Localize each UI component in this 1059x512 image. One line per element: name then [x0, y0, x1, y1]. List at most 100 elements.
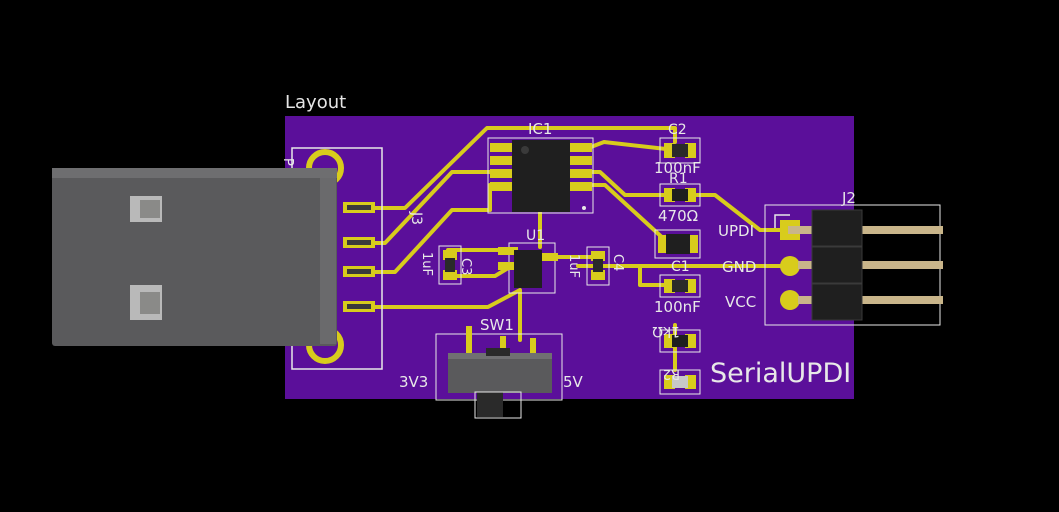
label-board-name: SerialUPDI [710, 358, 851, 389]
c1-silk [659, 274, 701, 298]
usb-pad-2-inner [347, 240, 371, 245]
c4-body [593, 259, 603, 272]
r2-body [672, 335, 688, 347]
label-c2: C2 [668, 122, 687, 138]
ic1-pin-l2 [490, 156, 515, 165]
label-r2-value: 1kΩ [652, 323, 680, 339]
c2 [659, 137, 701, 164]
j2-pad-gnd [780, 256, 800, 276]
label-j3: J3 [408, 211, 424, 225]
sw1-actuator-bottom [477, 392, 503, 417]
ic1-body [512, 140, 570, 212]
sw1-pin-2 [500, 336, 506, 354]
usb-shell-top-highlight [52, 168, 337, 178]
c2-pad-1 [664, 143, 675, 158]
j2-housing-1 [811, 209, 863, 247]
led1 [659, 369, 701, 395]
c2-body [672, 144, 688, 157]
sw1-body [448, 353, 552, 393]
led1-pad-2 [685, 375, 696, 389]
c4-pad-2 [591, 270, 605, 280]
trace-usb-d3 [358, 183, 492, 274]
label-updi: UPDI [718, 222, 754, 240]
trace-vcc-c1 [638, 264, 670, 287]
c3-pad-2 [443, 270, 457, 280]
trace-usb-gnd [358, 288, 522, 342]
label-vcc: VCC [725, 293, 756, 311]
ic1-pin-r4 [567, 182, 592, 191]
label-r1-value: 470Ω [658, 207, 698, 225]
ic1-pin-r2 [567, 156, 592, 165]
usb-pad-1-inner [347, 205, 371, 210]
r2-pad-1 [664, 334, 675, 348]
c3-silk [438, 245, 462, 285]
ic1-pin-l1 [490, 143, 515, 152]
label-p1: P [280, 158, 295, 166]
d1 [654, 229, 701, 259]
j2-pin-stub-3 [798, 296, 814, 304]
j2-pin1-marker [774, 214, 790, 228]
c2-pad-2 [685, 143, 696, 158]
j2-housing-3 [811, 283, 863, 321]
u1-pad-3 [538, 253, 558, 261]
silkscreen-labels: IC1 C2 100nF R1 470Ω U1 C1 100nF 1kΩ R2 … [280, 120, 856, 391]
j2-pin-metal-2 [855, 261, 943, 269]
r2 [659, 329, 701, 353]
ic1-pin-r1 [567, 143, 592, 152]
r1-pad-1 [664, 188, 675, 202]
r1-silk [659, 183, 701, 207]
j2-pin-stub-2 [798, 261, 814, 269]
sw1-pin-1 [466, 326, 472, 354]
c1-pad-2 [685, 279, 696, 293]
u1-pad-2 [498, 262, 518, 270]
r2-pad-2 [685, 334, 696, 348]
ic1-pin-r3 [567, 169, 592, 178]
r1-pad-2 [685, 188, 696, 202]
label-c1: C1 [671, 259, 690, 275]
label-ic1: IC1 [528, 120, 552, 138]
ic1 [487, 137, 594, 214]
j2-pad-vcc [780, 290, 800, 310]
r1-body [672, 189, 688, 201]
d1-pad-2 [688, 235, 698, 253]
label-3v3: 3V3 [399, 373, 428, 391]
label-u1: U1 [526, 228, 545, 244]
label-c1-value: 100nF [654, 298, 701, 316]
r2-silk [659, 329, 701, 353]
label-5v: 5V [563, 373, 584, 391]
c1 [659, 274, 701, 298]
led1-body [672, 376, 688, 388]
r1 [659, 183, 701, 207]
c3-body [445, 258, 455, 272]
label-c4: C4 [610, 254, 625, 271]
d1-pad-1 [658, 235, 668, 253]
j2-pin-metal-1 [855, 226, 943, 234]
c3 [438, 245, 462, 285]
u1-body [514, 250, 542, 288]
label-c3-value: 1uF [419, 252, 434, 276]
usb-shell [52, 168, 337, 346]
layer-title: Layout [285, 92, 347, 113]
usb-pad-3-inner [347, 269, 371, 274]
j2 [764, 204, 943, 326]
j2-pin-metal-3 [855, 296, 943, 304]
label-c4-value: 1uF [566, 254, 581, 278]
c3-pad-1 [443, 250, 457, 260]
c1-body [672, 280, 688, 292]
trace-r1-updi [695, 193, 792, 232]
trace-usb-d1 [358, 126, 677, 210]
label-c3: C3 [458, 258, 473, 275]
usb-window-bottom-inner [140, 292, 160, 314]
label-r1: R1 [669, 171, 688, 187]
sw1-actuator-top [486, 348, 510, 356]
usb-connector [52, 168, 337, 346]
led1-silk [659, 369, 701, 395]
c4-pad-1 [591, 251, 605, 261]
ic1-pin1-dot [521, 146, 529, 154]
led1-pad-1 [664, 375, 675, 389]
ic1-silk-dot [582, 206, 586, 210]
sw1-frame-bottom [474, 391, 522, 419]
ic1-silk [487, 137, 594, 214]
d1-body [666, 234, 690, 254]
